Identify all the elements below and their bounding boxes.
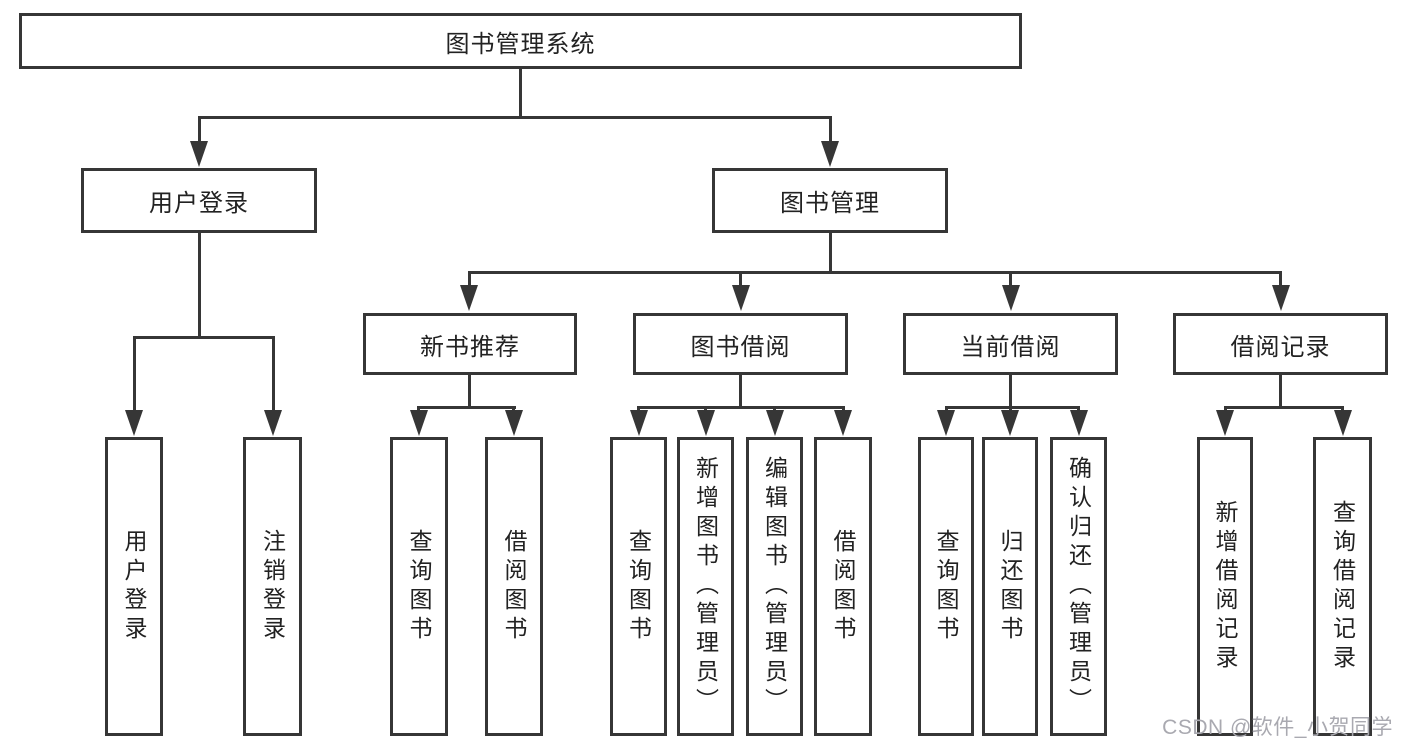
node-book-management-label: 图书管理 <box>780 190 880 217</box>
arrowhead-down-cb-return <box>1001 410 1019 436</box>
arrowhead-down-user-login <box>190 141 208 167</box>
node-root-label: 图书管理系统 <box>445 30 596 58</box>
arrowhead-down-borrow-records <box>1272 285 1290 311</box>
connector-book-borrow-stub <box>739 375 742 408</box>
connector-current-borrow-stub <box>1009 375 1012 408</box>
connector-root-stub <box>519 68 522 118</box>
node-root-system: 图书管理系统 <box>19 13 1022 69</box>
connector-recommend-stub <box>468 375 471 408</box>
arrowhead-down-recommend-query <box>410 410 428 436</box>
csdn-watermark: CSDN @软件_小贺同学 <box>1162 716 1393 739</box>
leaf-user-login-label: 用户登录 <box>121 528 147 645</box>
leaf-logout-label: 注销登录 <box>259 528 286 645</box>
leaf-recommend-borrow-books-label: 借阅图书 <box>501 528 527 645</box>
leaf-current-query-books: 查询图书 <box>918 437 974 736</box>
leaf-edit-books-admin: 编辑图书（管理员） <box>746 437 803 736</box>
connector-to-book-borrow <box>739 271 742 287</box>
arrowhead-down-current-borrow <box>1002 285 1020 311</box>
leaf-recommend-query-books: 查询图书 <box>390 437 448 736</box>
arrowhead-down-book-borrow <box>732 285 750 311</box>
arrowhead-down-br-query <box>1334 410 1352 436</box>
connector-user-login-stub <box>198 232 201 338</box>
arrowhead-down-leaf-logout <box>264 410 282 436</box>
connector-level3-rail <box>468 271 1281 274</box>
node-new-book-recommend: 新书推荐 <box>363 313 577 375</box>
node-current-borrow-label: 当前借阅 <box>960 333 1061 361</box>
node-borrow-records-label: 借阅记录 <box>1230 333 1331 361</box>
leaf-edit-books-admin-label: 编辑图书（管理员） <box>761 456 788 717</box>
leaf-add-books-admin: 新增图书（管理员） <box>677 437 734 736</box>
connector-to-new-book-recommend <box>468 271 471 287</box>
node-user-login-label: 用户登录 <box>149 190 249 217</box>
connector-to-current-borrow <box>1009 271 1012 287</box>
leaf-query-borrow-record-label: 查询借阅记录 <box>1329 499 1356 674</box>
leaf-return-books-label: 归还图书 <box>997 528 1023 645</box>
node-user-login: 用户登录 <box>81 168 317 233</box>
leaf-current-query-books-label: 查询图书 <box>933 528 959 645</box>
connector-to-book-management <box>829 116 832 142</box>
leaf-confirm-return-admin: 确认归还（管理员） <box>1050 437 1107 736</box>
connector-to-leaf-logout <box>272 336 275 412</box>
connector-book-mgmt-stub <box>829 232 832 273</box>
node-borrow-records: 借阅记录 <box>1173 313 1388 375</box>
node-book-borrow-label: 图书借阅 <box>690 333 791 361</box>
leaf-recommend-borrow-books: 借阅图书 <box>485 437 543 736</box>
leaf-add-books-admin-label: 新增图书（管理员） <box>692 456 719 717</box>
arrowhead-down-bb-query <box>630 410 648 436</box>
connector-borrow-records-rail <box>1224 406 1344 409</box>
leaf-return-books: 归还图书 <box>982 437 1038 736</box>
leaf-borrow-query-books: 查询图书 <box>610 437 667 736</box>
leaf-add-borrow-record-label: 新增借阅记录 <box>1212 499 1238 674</box>
arrowhead-down-cb-confirm <box>1070 410 1088 436</box>
leaf-recommend-query-books-label: 查询图书 <box>406 528 432 645</box>
arrowhead-down-recommend-borrow <box>505 410 523 436</box>
node-book-borrow: 图书借阅 <box>633 313 848 375</box>
connector-to-leaf-login <box>133 336 136 412</box>
arrowhead-down-bb-add <box>697 410 715 436</box>
leaf-user-login: 用户登录 <box>105 437 163 736</box>
arrowhead-down-bb-edit <box>766 410 784 436</box>
leaf-add-borrow-record: 新增借阅记录 <box>1197 437 1253 736</box>
node-current-borrow: 当前借阅 <box>903 313 1118 375</box>
leaf-logout: 注销登录 <box>243 437 302 736</box>
leaf-borrow-books-label: 借阅图书 <box>830 528 856 645</box>
connector-current-borrow-rail <box>945 406 1080 409</box>
node-book-management: 图书管理 <box>712 168 948 233</box>
leaf-query-borrow-record: 查询借阅记录 <box>1313 437 1372 736</box>
arrowhead-down-bb-borrow <box>834 410 852 436</box>
arrowhead-down-new-book-recommend <box>460 285 478 311</box>
arrowhead-down-cb-query <box>937 410 955 436</box>
leaf-confirm-return-admin-label: 确认归还（管理员） <box>1065 456 1092 717</box>
connector-level2-rail <box>198 116 831 119</box>
leaf-borrow-books: 借阅图书 <box>814 437 872 736</box>
connector-borrow-records-stub <box>1279 375 1282 408</box>
node-new-book-recommend-label: 新书推荐 <box>420 333 520 361</box>
connector-to-borrow-records <box>1279 271 1282 287</box>
arrowhead-down-leaf-login <box>125 410 143 436</box>
connector-recommend-rail <box>418 406 516 409</box>
arrowhead-down-br-add <box>1216 410 1234 436</box>
arrowhead-down-book-management <box>821 141 839 167</box>
connector-book-borrow-rail <box>637 406 845 409</box>
connector-to-user-login <box>198 116 201 142</box>
connector-user-login-rail <box>133 336 274 339</box>
leaf-borrow-query-books-label: 查询图书 <box>625 528 652 645</box>
